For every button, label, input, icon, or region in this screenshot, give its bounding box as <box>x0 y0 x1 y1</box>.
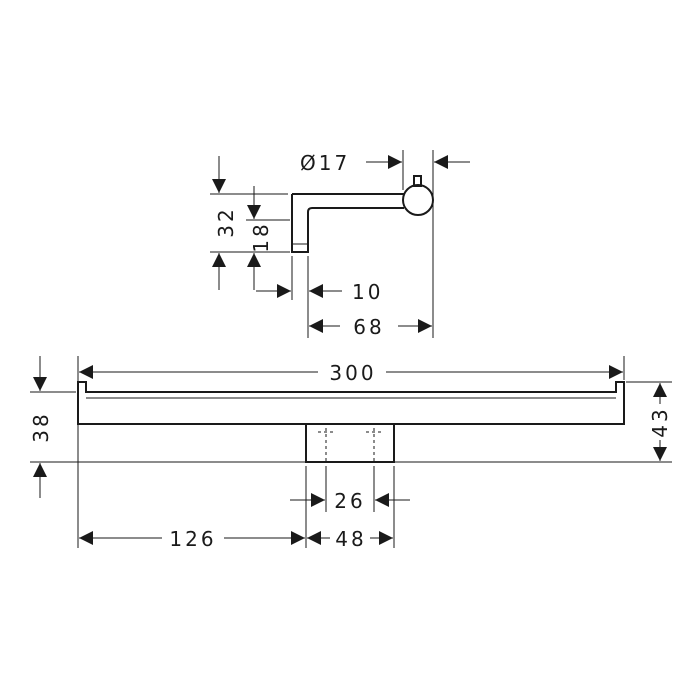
front-view: 300 38 43 26 126 48 <box>29 356 672 551</box>
dim-32-label: 32 <box>214 206 238 237</box>
side-cylinder <box>402 184 434 216</box>
dim-48-label: 48 <box>335 527 366 551</box>
front-bar-outline <box>77 381 625 425</box>
side-cylinder-cap <box>413 175 422 187</box>
side-arm-outline <box>291 193 404 253</box>
front-mount-outline <box>305 424 395 463</box>
dim-68-label: 68 <box>353 315 384 339</box>
dim-43-label: 43 <box>648 406 672 437</box>
side-view: 32 18 Ø17 10 68 <box>210 150 470 339</box>
dim-126-label: 126 <box>169 527 216 551</box>
dim-26-label: 26 <box>334 489 365 513</box>
dim-10-label: 10 <box>352 280 383 304</box>
dim-17-label: Ø17 <box>300 151 350 175</box>
dim-300-label: 300 <box>329 361 376 385</box>
dim-38-label: 38 <box>29 411 53 442</box>
dim-18-label: 18 <box>249 221 273 252</box>
